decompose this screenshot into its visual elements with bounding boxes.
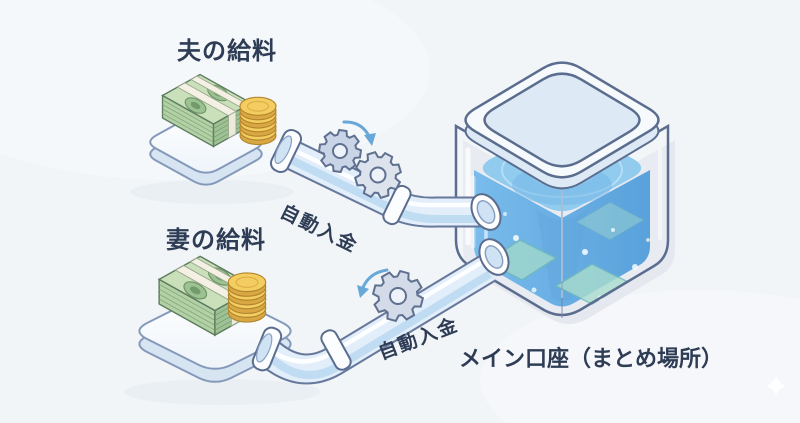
rotation-arrow-icon — [342, 120, 376, 146]
pipe-flange — [269, 128, 303, 174]
pipe-husband-to-main — [269, 128, 489, 228]
main-account-tank — [454, 61, 670, 318]
coin-stack-icon — [227, 272, 267, 323]
tank-inlet-lower — [478, 238, 510, 276]
tank-rim — [464, 61, 660, 179]
auto-deposit-gear-bottom — [357, 266, 428, 326]
wife-salary-label: 妻の給料 — [166, 226, 266, 254]
sparkle-icon — [766, 376, 786, 396]
pipe-flange — [320, 329, 352, 371]
floating-bills — [484, 201, 646, 305]
pipe-flange — [382, 184, 412, 226]
rotation-arrow-icon — [357, 268, 389, 298]
husband-salary-label: 夫の給料 — [177, 37, 277, 65]
pipe-flange — [251, 326, 283, 372]
auto-deposit-gears-top — [317, 122, 409, 206]
background-glow — [480, 290, 800, 423]
tank-glass-wall — [454, 123, 670, 317]
pipe-wife-to-main — [251, 254, 497, 385]
main-account-label: メイン口座（まとめ場所） — [459, 347, 724, 372]
tank-inlet-upper — [470, 193, 502, 231]
coin-stack-icon — [239, 96, 277, 146]
